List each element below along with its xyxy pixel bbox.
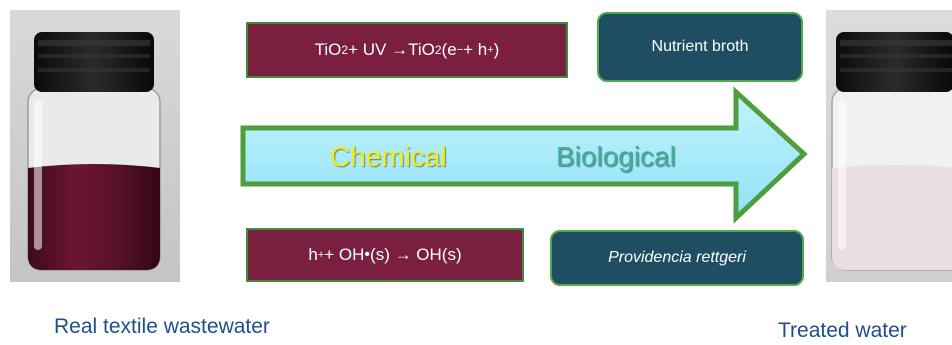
organism-box: Providencia rettgeri (550, 230, 804, 286)
equation-superscript: + (487, 44, 494, 56)
treated-water-caption: Treated water (778, 319, 907, 342)
wastewater-vial-image (10, 10, 180, 282)
nutrient-broth-label: Nutrient broth (651, 38, 749, 55)
treated-water-vial-image (826, 10, 952, 282)
equation-subscript: 2 (341, 43, 349, 57)
biological-stage-label: Biological (556, 141, 676, 172)
equation-superscript: + (317, 249, 325, 261)
equation-part: + OH (324, 245, 365, 264)
equation-subscript: 2 (434, 43, 442, 57)
equation-part: h (308, 245, 318, 264)
hydroxyl-radical-equation: h+ + OH• (s) → OH(s) (246, 228, 524, 282)
equation-radical-dot: • (364, 246, 371, 263)
organism-label: Providencia rettgeri (608, 249, 746, 266)
equation-part: (e (441, 40, 457, 59)
equation-part: + h (463, 40, 488, 59)
equation-part: TiO (314, 40, 342, 59)
chemical-stage-label: Chemical (330, 141, 447, 172)
process-arrow (240, 86, 808, 224)
wastewater-caption: Real textile wastewater (54, 315, 270, 338)
equation-part: ) (493, 40, 500, 59)
equation-superscript: − (456, 44, 464, 56)
nutrient-broth-box: Nutrient broth (597, 12, 803, 82)
equation-part: + UV →TiO (348, 40, 435, 59)
equation-part: (s) → OH(s) (370, 245, 462, 264)
